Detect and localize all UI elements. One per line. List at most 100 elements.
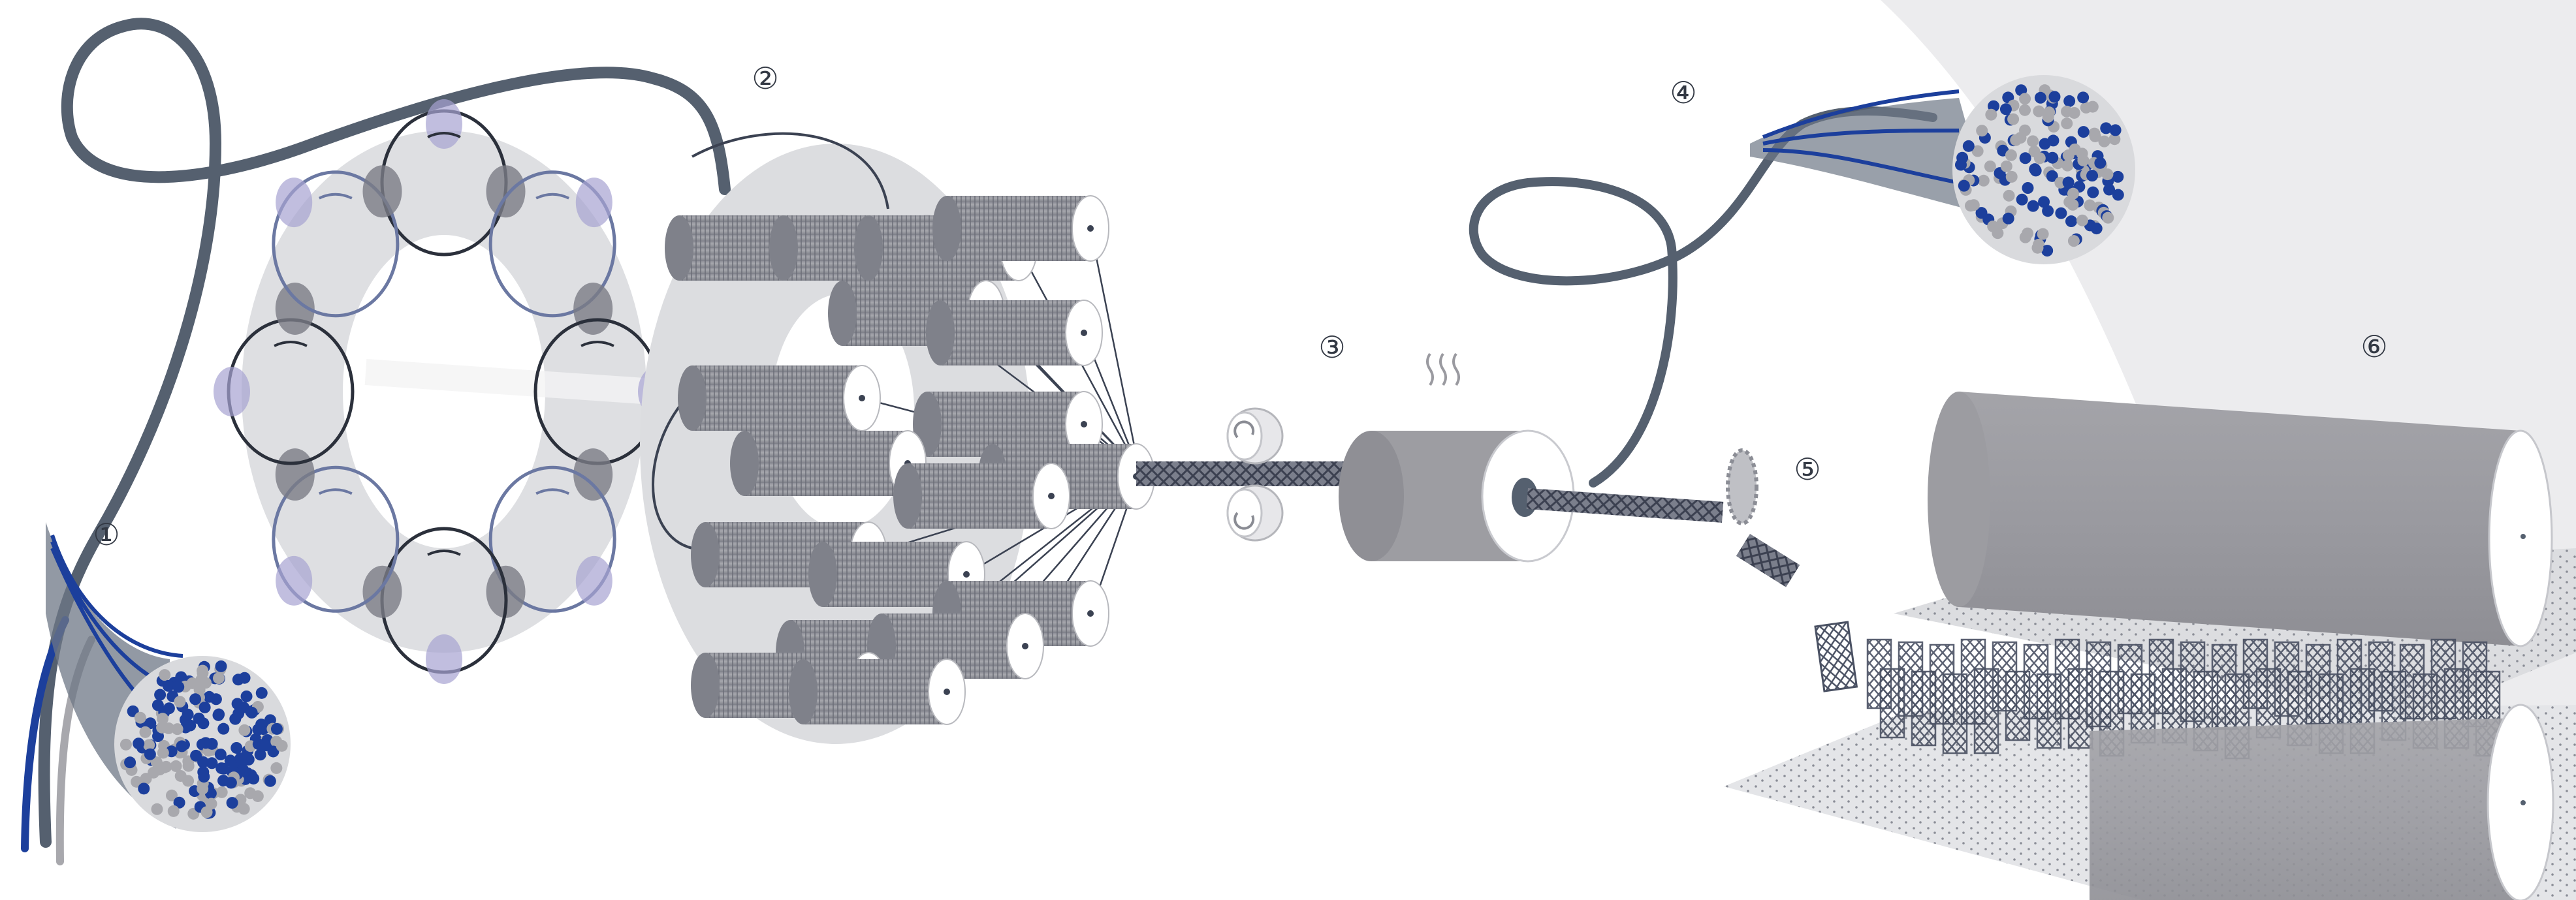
bobbin-back <box>730 431 759 496</box>
fiber-dot <box>2065 215 2077 227</box>
fiber-dot <box>239 672 251 684</box>
fiber-dot <box>152 700 164 711</box>
fiber-dot <box>199 702 211 713</box>
fiber-dot <box>2037 228 2049 240</box>
fiber-dot <box>2084 200 2095 211</box>
bobbin-back <box>854 215 883 281</box>
bobbin-back <box>691 653 720 718</box>
fiber-dot <box>271 723 283 735</box>
step-label-2: ② <box>752 61 778 96</box>
bobbin <box>803 659 947 724</box>
fiber-dot <box>2112 189 2124 201</box>
fiber-dot <box>163 680 174 692</box>
horn-gear <box>362 566 402 618</box>
fiber-dot <box>264 775 276 787</box>
bobbin <box>692 365 862 431</box>
fiber-dot <box>232 707 244 719</box>
fiber-dot <box>2077 91 2089 103</box>
stent <box>2037 674 2061 748</box>
bobbin-back <box>665 215 693 281</box>
stent <box>1912 672 1935 745</box>
fiber-dot <box>151 803 163 815</box>
fiber-dot <box>197 783 208 795</box>
fiber-dot <box>213 709 225 721</box>
carrier <box>576 178 612 227</box>
fiber-dot <box>227 797 238 809</box>
fiber-dot <box>2000 103 2012 115</box>
bobbin <box>947 196 1090 261</box>
bobbin-back <box>926 300 955 365</box>
fiber-dot <box>133 737 144 749</box>
fiber-dot <box>200 677 212 689</box>
fiber-dot <box>2027 135 2039 147</box>
fiber-dot <box>2055 208 2067 219</box>
braided-tube <box>1136 461 1352 486</box>
bobbin-back <box>893 463 922 529</box>
lower-roller <box>2090 705 2553 900</box>
bobbin-hub <box>963 571 970 578</box>
fiber-dot <box>2048 91 2060 102</box>
fiber-dot <box>183 760 195 772</box>
fiber-dot <box>1978 175 1990 187</box>
step-label-1: ① <box>93 517 119 552</box>
carrier <box>276 556 312 606</box>
fiber-dot <box>255 719 267 730</box>
fiber-dot <box>213 672 225 684</box>
fiber-dot <box>168 805 180 817</box>
fiber-dot <box>241 691 253 702</box>
fiber-dot <box>144 749 156 760</box>
fiber-dot <box>2007 114 2019 125</box>
step-label-6: ⑥ <box>2361 329 2387 364</box>
fiber-dot <box>234 753 246 764</box>
carrier <box>276 178 312 227</box>
fiber-dot <box>157 747 169 758</box>
fiber-dot <box>2061 160 2073 172</box>
fiber-dot <box>2067 188 2079 200</box>
fiber-dot <box>1958 180 1970 192</box>
fiber-dot <box>156 722 168 734</box>
fiber-dot <box>2046 152 2058 164</box>
bobbin-hub <box>1081 330 1087 336</box>
fiber-dot <box>246 707 258 719</box>
bobbin-back <box>769 215 798 281</box>
bobbin-hub <box>1048 493 1055 499</box>
fiber-dot <box>244 787 256 799</box>
bobbin-back <box>789 659 818 724</box>
fiber-dot <box>1963 140 1975 152</box>
fiber-dot <box>2090 131 2101 142</box>
fiber-dot <box>154 689 166 701</box>
bobbin-back <box>678 365 707 431</box>
bobbin <box>940 300 1084 365</box>
falling-segment <box>1815 622 1856 691</box>
fiber-dot <box>1987 221 1999 232</box>
fiber-dot <box>1985 109 1997 121</box>
fiber-dot <box>2022 182 2033 194</box>
fiber-dot <box>238 724 250 736</box>
fiber-dot <box>2086 170 2098 181</box>
fiber-dot <box>2034 152 2046 164</box>
fiber-dot <box>2087 101 2099 113</box>
fiber-dot <box>2031 242 2043 254</box>
bobbin-hub <box>1022 643 1028 649</box>
carrier <box>214 367 250 416</box>
fiber-dot <box>2061 117 2073 129</box>
fiber-dot <box>174 696 185 707</box>
fiber-dot <box>120 739 132 751</box>
fiber-dot <box>2038 196 2050 208</box>
fiber-dot <box>2063 177 2075 189</box>
bobbin-back <box>828 281 857 346</box>
fiber-dot <box>276 740 288 752</box>
fiber-dot <box>2001 161 2012 172</box>
fiber-dot <box>2087 187 2099 198</box>
fiber-dot <box>2102 212 2114 224</box>
fiber-dot <box>2101 168 2113 180</box>
bobbin-hub <box>1087 225 1094 232</box>
fiber-dot <box>1956 152 1968 164</box>
fiber-dot <box>206 757 217 769</box>
fiber-dot <box>189 693 201 705</box>
fiber-dot <box>2100 122 2112 134</box>
fiber-dot <box>2069 107 2080 119</box>
bobbin <box>908 463 1051 529</box>
step-label-4: ④ <box>1670 75 1696 110</box>
